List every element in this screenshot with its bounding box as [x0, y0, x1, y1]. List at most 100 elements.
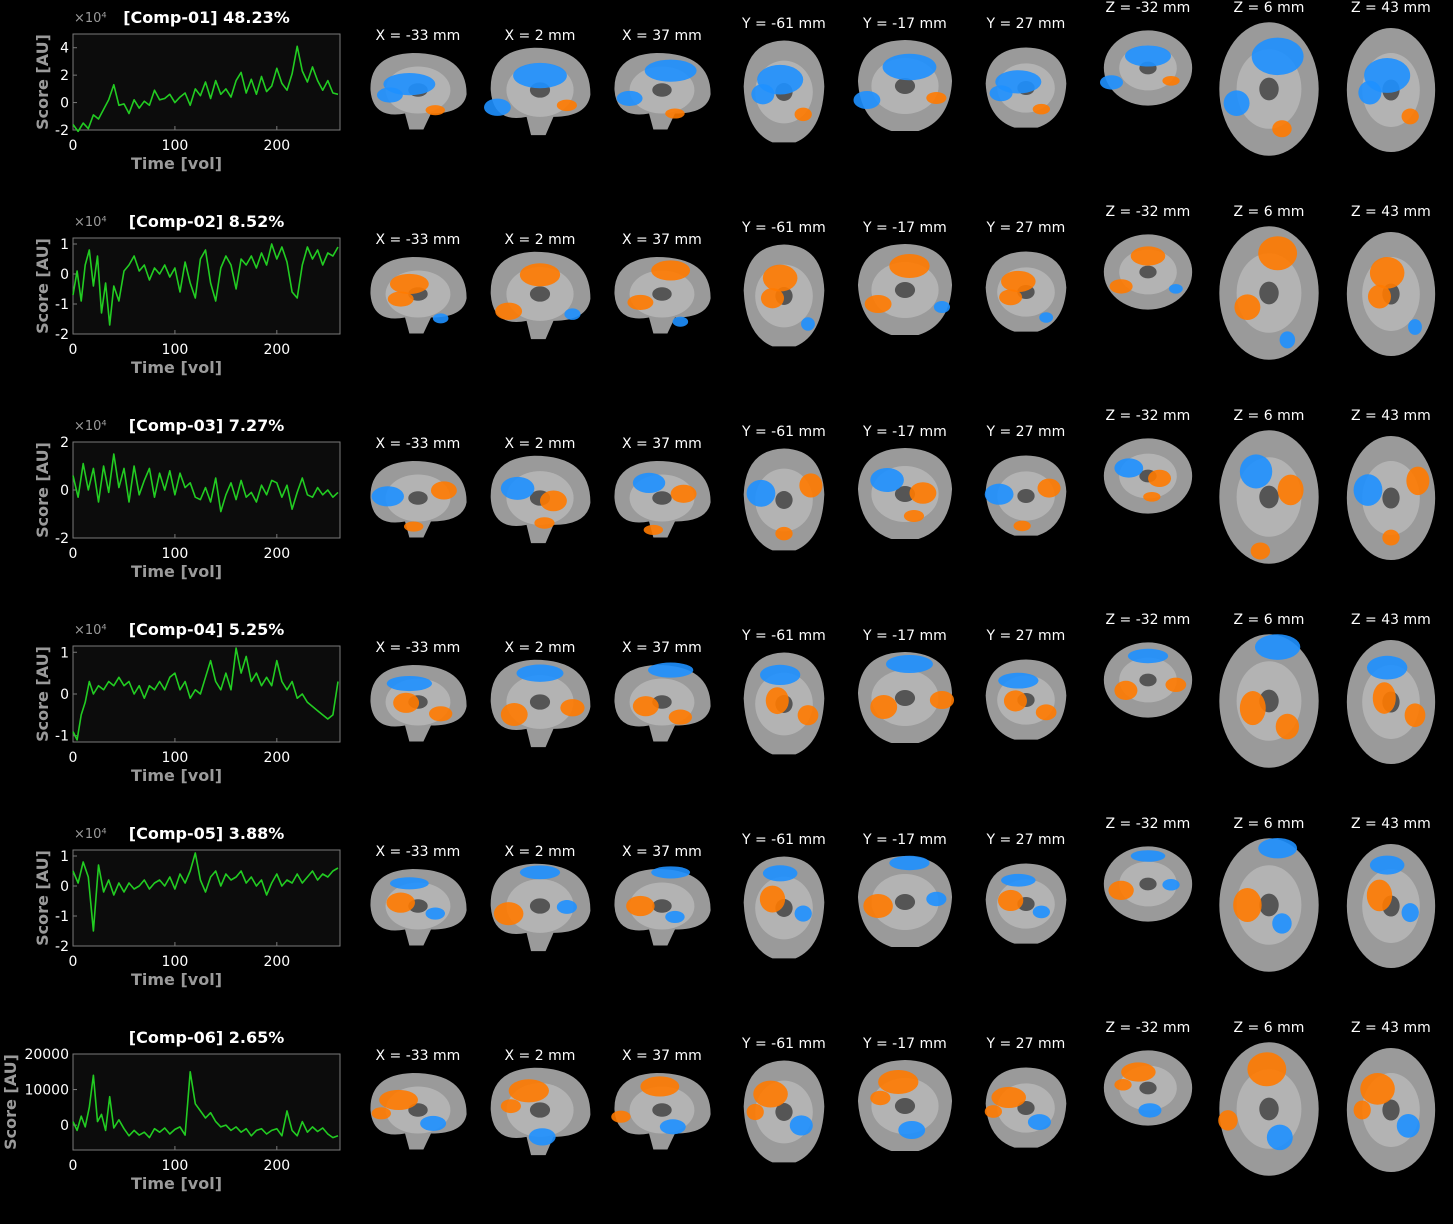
ventricle [1017, 1100, 1035, 1116]
slice-label: Y = 27 mm [986, 628, 1066, 644]
slice-label: X = 2 mm [504, 232, 576, 248]
positive-activation [1406, 466, 1430, 496]
negative-activation [746, 479, 776, 507]
negative-activation [1272, 913, 1292, 934]
slice-label: Z = 43 mm [1351, 0, 1431, 16]
slice-label: X = -33 mm [375, 436, 461, 452]
ventricle [1139, 1081, 1157, 1095]
slice-label: X = -33 mm [375, 640, 461, 656]
brain-slice [1103, 642, 1193, 718]
positive-activation [1143, 492, 1161, 502]
y-axis-label: Score [AU] [33, 238, 52, 334]
brain-slice [743, 652, 825, 755]
x-tick-label: 0 [69, 750, 78, 766]
positive-activation [1234, 294, 1261, 320]
negative-activation [376, 87, 403, 103]
negative-activation [659, 1119, 686, 1135]
plot-area [72, 33, 341, 131]
negative-activation [885, 655, 933, 673]
x-tick-label: 0 [69, 546, 78, 562]
x-tick-label: 200 [263, 750, 290, 766]
brain-slice [484, 47, 591, 136]
slice-label: Y = -17 mm [863, 832, 947, 848]
slice-label: Z = 6 mm [1233, 408, 1305, 424]
negative-activation [420, 1115, 447, 1131]
positive-activation [495, 302, 523, 320]
positive-activation [1275, 713, 1300, 740]
slice-label: Y = -61 mm [742, 628, 826, 644]
x-axis-label: Time [vol] [131, 358, 222, 377]
brain-slice [1346, 843, 1436, 969]
x-tick-label: 100 [162, 954, 189, 970]
positive-activation [1109, 279, 1133, 294]
positive-activation [878, 1070, 919, 1094]
positive-activation [1369, 257, 1405, 289]
negative-activation [1001, 873, 1036, 887]
slice-label: Y = -17 mm [863, 1036, 947, 1052]
positive-activation [999, 289, 1023, 306]
brain-slice [1103, 1050, 1193, 1126]
x-tick-label: 200 [263, 546, 290, 562]
y-tick-label: 0 [60, 267, 69, 283]
x-tick-label: 200 [263, 138, 290, 154]
positive-activation [1382, 529, 1400, 546]
brain-slice [1219, 837, 1319, 972]
negative-activation [651, 866, 691, 879]
x-axis-label: Time [vol] [131, 562, 222, 581]
slice-label: X = -33 mm [375, 232, 461, 248]
brain-slice [984, 1067, 1067, 1148]
negative-activation [984, 483, 1014, 505]
y-exponent-label: ×10⁴ [74, 623, 107, 638]
x-tick-label: 200 [263, 342, 290, 358]
brain-slice [370, 461, 467, 538]
x-tick-label: 100 [162, 750, 189, 766]
positive-activation [1404, 703, 1426, 728]
positive-activation [870, 695, 898, 719]
x-tick-label: 0 [69, 1158, 78, 1174]
y-tick-label: 2 [60, 68, 69, 84]
positive-activation [775, 526, 793, 541]
positive-activation [534, 517, 555, 529]
positive-activation [665, 108, 685, 119]
brain-slice [1218, 1042, 1319, 1176]
ventricle [1139, 265, 1157, 279]
positive-activation [903, 510, 925, 522]
series-trace [72, 852, 339, 932]
y-tick-label: 1 [60, 849, 69, 865]
y-tick-label: 20000 [24, 1047, 69, 1063]
ventricle [1139, 673, 1157, 687]
slice-label: X = -33 mm [375, 844, 461, 860]
positive-activation [1233, 887, 1262, 923]
positive-activation [626, 895, 655, 917]
positive-activation [1013, 520, 1031, 532]
negative-activation [1408, 319, 1422, 335]
positive-activation [1032, 103, 1050, 115]
positive-activation [403, 521, 424, 532]
brain-slice [370, 665, 467, 742]
positive-activation [863, 894, 893, 918]
ventricle [652, 83, 672, 97]
positive-activation [760, 288, 784, 309]
positive-activation [668, 709, 693, 725]
negative-activation [933, 301, 951, 313]
brain-slice [370, 1073, 467, 1150]
brain-slice [614, 866, 711, 946]
negative-activation [789, 1115, 813, 1136]
x-axis-label: Time [vol] [131, 1174, 222, 1193]
positive-activation [889, 254, 930, 278]
slice-label: X = -33 mm [375, 28, 461, 44]
y-tick-label: 0 [60, 1118, 69, 1134]
brain-slice [1346, 435, 1436, 561]
y-tick-label: 2 [60, 435, 69, 451]
x-tick-label: 100 [162, 546, 189, 562]
negative-activation [794, 905, 812, 922]
component-title: [Comp-03] 7.27% [129, 416, 284, 435]
positive-activation [762, 264, 798, 292]
y-axis-label: Score [AU] [33, 442, 52, 538]
ventricle [1017, 488, 1035, 504]
